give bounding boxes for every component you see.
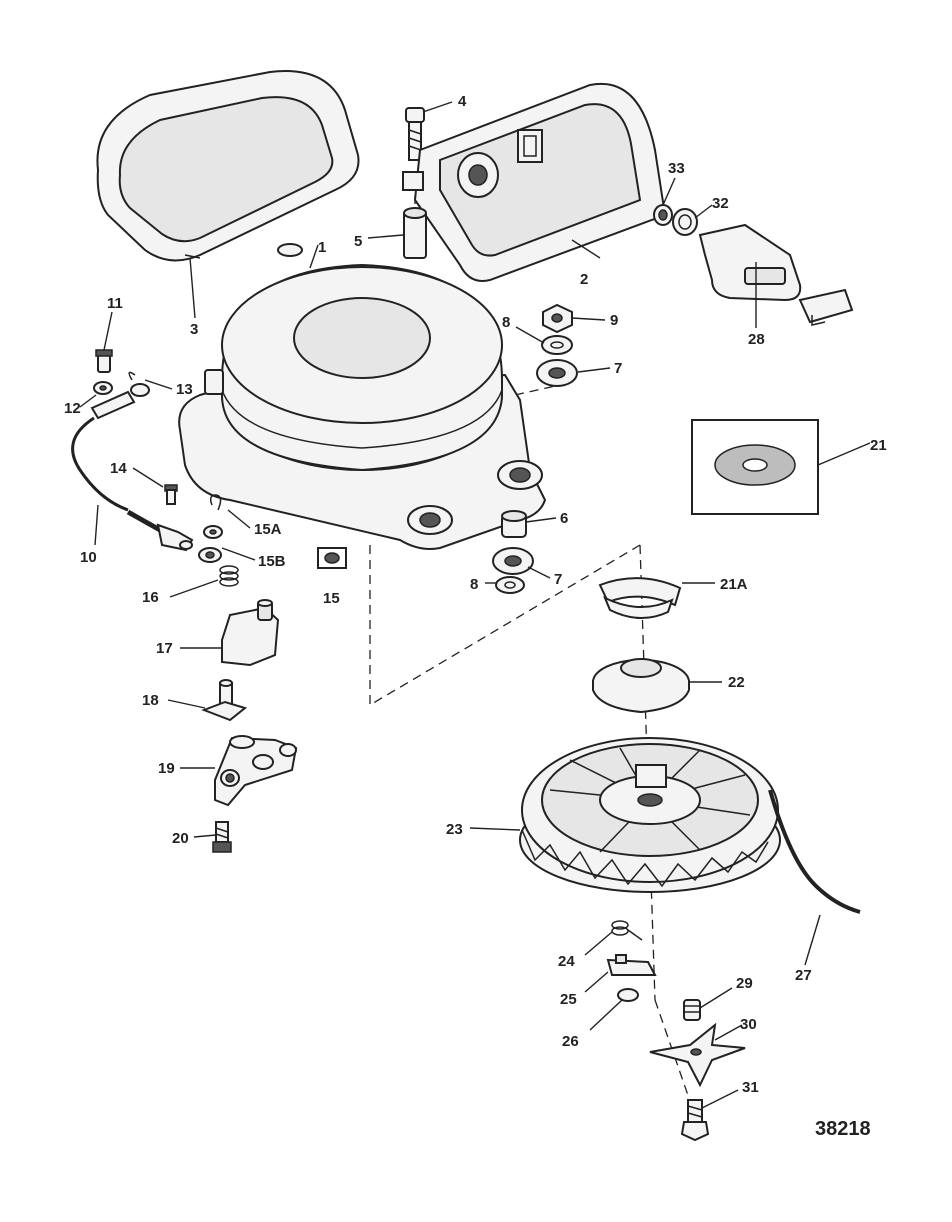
part-18-plunger bbox=[201, 679, 248, 722]
part-32-bushing bbox=[672, 208, 698, 236]
part-15b-washer bbox=[198, 525, 223, 563]
callout-5: 5 bbox=[354, 233, 362, 250]
part-5-spacer bbox=[403, 207, 427, 259]
part-2-housing bbox=[402, 82, 667, 282]
callout-17: 17 bbox=[156, 640, 173, 657]
part-9-nut bbox=[542, 303, 573, 334]
callout-10: 10 bbox=[80, 549, 97, 566]
part-19-bracket bbox=[214, 735, 298, 807]
part-14-screw bbox=[164, 484, 178, 505]
callout-24: 24 bbox=[558, 953, 575, 970]
callout-26: 26 bbox=[562, 1033, 579, 1050]
part-3-cover-frame bbox=[96, 70, 360, 262]
part-15-box bbox=[317, 547, 347, 569]
part-15a-hairpin bbox=[209, 494, 222, 511]
part-29-spring bbox=[683, 999, 701, 1021]
part-21-detail-box bbox=[691, 419, 819, 515]
callout-11: 11 bbox=[107, 295, 123, 312]
callout-21: 21 bbox=[870, 437, 887, 454]
callout-6: 6 bbox=[560, 510, 568, 527]
callout-29: 29 bbox=[736, 975, 753, 992]
part-25-pawl bbox=[606, 954, 657, 976]
callout-8-upper: 8 bbox=[502, 314, 510, 331]
part-24-spring bbox=[611, 920, 643, 941]
part-12-washer bbox=[93, 381, 113, 395]
callout-20: 20 bbox=[172, 830, 189, 847]
part-7-grommet-upper bbox=[536, 359, 578, 387]
part-17-lever bbox=[221, 599, 280, 667]
part-23-pulley bbox=[519, 737, 781, 893]
part-27-rope bbox=[768, 789, 861, 914]
part-20-screw bbox=[212, 821, 232, 853]
callout-4: 4 bbox=[458, 93, 467, 110]
callout-23: 23 bbox=[446, 821, 463, 838]
callout-28: 28 bbox=[748, 331, 765, 348]
leader-lines bbox=[79, 101, 871, 1109]
callout-31: 31 bbox=[742, 1079, 759, 1096]
callout-33: 33 bbox=[668, 160, 685, 177]
callout-8-lower: 8 bbox=[470, 576, 478, 593]
callout-labels: 1 2 3 4 5 6 7 7 8 8 9 10 11 12 13 14 15A… bbox=[64, 93, 887, 1096]
drawing-number: 38218 bbox=[815, 1118, 871, 1140]
part-16-spring bbox=[219, 565, 239, 587]
part-10-ground-wire bbox=[71, 383, 194, 552]
callout-1: 1 bbox=[318, 239, 326, 256]
callout-15a: 15A bbox=[254, 521, 282, 538]
callout-25: 25 bbox=[560, 991, 577, 1008]
callout-16: 16 bbox=[142, 589, 159, 606]
callout-7-lower: 7 bbox=[554, 571, 562, 588]
callout-22: 22 bbox=[728, 674, 745, 691]
part-6-spacer bbox=[501, 510, 527, 538]
part-30-friction-plate bbox=[649, 1022, 746, 1088]
callout-7-upper: 7 bbox=[614, 360, 622, 377]
part-26-retainer bbox=[617, 988, 639, 1002]
part-28-handle bbox=[698, 223, 854, 326]
part-33-washer bbox=[653, 204, 673, 226]
callout-13: 13 bbox=[176, 381, 193, 398]
part-22-cam-plate bbox=[592, 658, 690, 714]
part-11-screw bbox=[95, 349, 113, 373]
callout-21a: 21A bbox=[720, 576, 748, 593]
part-31-screw bbox=[680, 1099, 710, 1142]
callout-3: 3 bbox=[190, 321, 198, 338]
part-13-clip bbox=[128, 371, 136, 381]
callout-15: 15 bbox=[323, 590, 340, 607]
part-1-starter-housing bbox=[178, 243, 547, 550]
callout-30: 30 bbox=[740, 1016, 757, 1033]
part-7-grommet-lower bbox=[492, 547, 534, 575]
part-8-washer-lower bbox=[495, 576, 525, 594]
callout-2: 2 bbox=[580, 271, 588, 288]
callout-14: 14 bbox=[110, 460, 127, 477]
callout-18: 18 bbox=[142, 692, 159, 709]
callout-9: 9 bbox=[610, 312, 618, 329]
callout-32: 32 bbox=[712, 195, 729, 212]
callout-12: 12 bbox=[64, 400, 81, 417]
callout-27: 27 bbox=[795, 967, 812, 984]
callout-15b: 15B bbox=[258, 553, 286, 570]
callout-19: 19 bbox=[158, 760, 175, 777]
part-8-washer-upper bbox=[541, 335, 573, 355]
part-4-bolt bbox=[405, 107, 425, 161]
part-21a-clip bbox=[598, 577, 682, 619]
